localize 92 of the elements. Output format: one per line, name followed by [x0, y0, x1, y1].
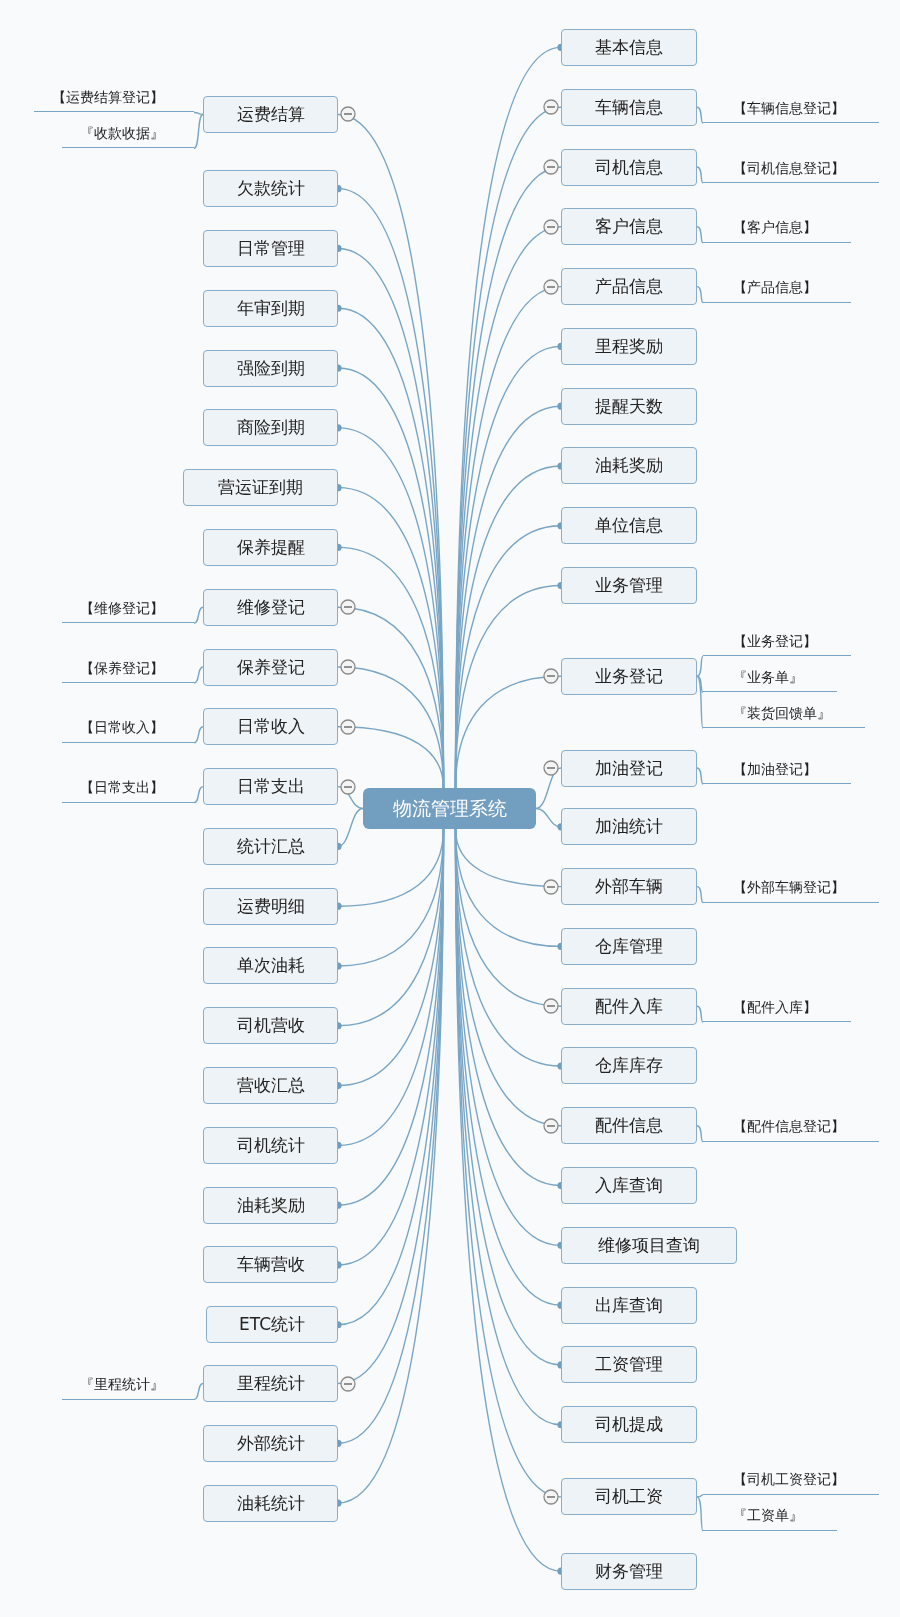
topic-box: 车辆营收: [203, 1246, 338, 1284]
subtopic-label: 【司机信息登记】: [703, 155, 879, 183]
topic-box: 单位信息: [561, 507, 697, 545]
connector: [193, 113, 204, 150]
connector: [696, 675, 704, 693]
subtopic-label: 【运费结算登记】: [34, 84, 194, 113]
connector: [193, 785, 204, 804]
topic-box: 运费结算: [203, 95, 338, 133]
subtopic-label: 【配件入库】: [703, 994, 851, 1023]
topic-box: 强险到期: [203, 349, 338, 387]
subtopic-label: 【车辆信息登记】: [703, 95, 879, 124]
topic-box: 司机提成: [561, 1406, 697, 1444]
connector: [337, 785, 364, 810]
topic-box: 油耗统计: [203, 1484, 338, 1522]
connector: [193, 1382, 204, 1401]
connector: [193, 666, 204, 684]
topic-box: 客户信息: [561, 208, 697, 246]
topic-box: 里程奖励: [561, 327, 697, 365]
topic-box: 日常收入: [203, 708, 338, 746]
topic-box: 日常管理: [203, 229, 338, 267]
connector: [454, 675, 562, 789]
connector: [193, 726, 204, 744]
connector: [696, 166, 704, 184]
connector: [696, 285, 704, 304]
topic-box: 油耗奖励: [203, 1186, 338, 1224]
subtopic-label: 【客户信息】: [703, 214, 851, 243]
connector: [193, 606, 204, 624]
topic-box: 维修项目查询: [561, 1226, 737, 1264]
topic-box: 配件入库: [561, 987, 697, 1025]
topic-box: 业务登记: [561, 657, 697, 695]
topic-box: 加油登记: [561, 749, 697, 787]
topic-box: 工资管理: [561, 1346, 697, 1384]
connector: [696, 1005, 704, 1023]
topic-box: 里程统计: [203, 1365, 338, 1402]
topic-box: 外部车辆: [561, 868, 697, 906]
topic-box: 统计汇总: [203, 827, 338, 865]
connector: [696, 106, 704, 124]
topic-box: 司机工资: [561, 1478, 697, 1516]
connector: [696, 1496, 704, 1532]
topic-box: 司机统计: [203, 1126, 338, 1164]
subtopic-label: 『装货回馈单』: [703, 700, 865, 729]
topic-box: 保养登记: [203, 648, 338, 686]
connector: [696, 675, 704, 729]
topic-box: 业务管理: [561, 567, 697, 605]
topic-box: 司机营收: [203, 1007, 338, 1045]
topic-box: 外部统计: [203, 1424, 338, 1462]
topic-box: 配件信息: [561, 1107, 697, 1145]
topic-box: 年审到期: [203, 289, 338, 327]
connector: [696, 655, 704, 677]
topic-box: 基本信息: [561, 28, 697, 66]
subtopic-label: 【业务登记】: [703, 628, 851, 657]
topic-box: 营收汇总: [203, 1067, 338, 1105]
subtopic-label: 【外部车辆登记】: [703, 874, 879, 903]
topic-box: 入库查询: [561, 1167, 697, 1205]
central-topic: 物流管理系统: [363, 788, 536, 829]
topic-box: 车辆信息: [561, 88, 697, 126]
connector: [696, 1125, 704, 1143]
subtopic-label: 【日常收入】: [62, 714, 194, 743]
topic-box: 仓库库存: [561, 1047, 697, 1085]
topic-box: 保养提醒: [203, 528, 338, 566]
topic-box: 运费明细: [203, 887, 338, 925]
topic-box: 维修登记: [203, 588, 338, 626]
topic-box: 仓库管理: [561, 927, 697, 965]
topic-box: 营运证到期: [183, 469, 338, 507]
connector: [696, 885, 704, 904]
subtopic-label: 【加油登记】: [703, 756, 851, 785]
subtopic-label: 【产品信息】: [703, 274, 851, 303]
topic-box: 产品信息: [561, 268, 697, 306]
topic-box: 商险到期: [203, 409, 338, 447]
subtopic-label: 【日常支出】: [62, 774, 194, 803]
connector: [696, 767, 704, 785]
connector: [535, 767, 562, 810]
subtopic-label: 『业务单』: [703, 664, 837, 693]
topic-box: 财务管理: [561, 1552, 697, 1590]
subtopic-label: 【维修登记】: [62, 595, 194, 624]
subtopic-label: 『里程统计』: [62, 1371, 194, 1400]
connector: [696, 226, 704, 244]
subtopic-label: 『工资单』: [703, 1502, 837, 1531]
topic-box: 欠款统计: [203, 170, 338, 208]
topic-box: 加油统计: [561, 808, 697, 846]
topic-box: 单次油耗: [203, 947, 338, 985]
topic-box: 出库查询: [561, 1286, 697, 1324]
topic-box: 提醒天数: [561, 387, 697, 425]
topic-box: 日常支出: [203, 768, 338, 806]
topic-box: ETC统计: [206, 1306, 338, 1344]
subtopic-label: 【保养登记】: [62, 655, 194, 683]
subtopic-label: 『收款收据』: [62, 120, 194, 149]
connector: [337, 726, 445, 789]
topic-box: 油耗奖励: [561, 447, 697, 485]
topic-box: 司机信息: [561, 148, 697, 186]
subtopic-label: 【司机工资登记】: [703, 1466, 879, 1495]
subtopic-label: 【配件信息登记】: [703, 1113, 879, 1142]
